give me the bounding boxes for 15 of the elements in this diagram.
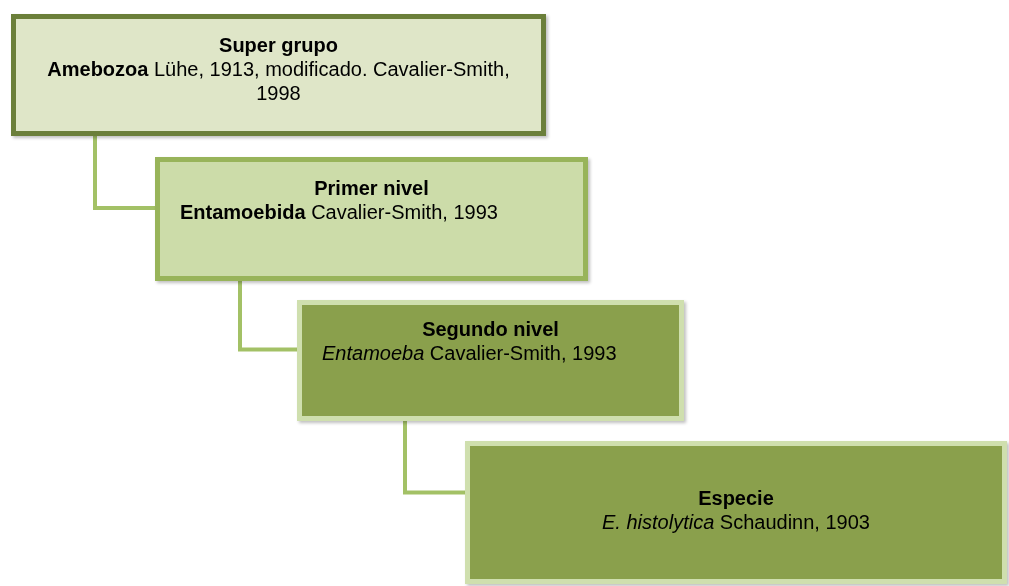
connector-line bbox=[93, 136, 155, 210]
taxon-name: Entamoebida Cavalier-Smith, 1993 bbox=[180, 200, 498, 224]
taxon-name: Entamoeba Cavalier-Smith, 1993 bbox=[322, 341, 617, 365]
taxon-name: E. histolytica Schaudinn, 1903 bbox=[602, 510, 870, 534]
taxon-name: Amebozoa Lühe, 1913, modificado. Cavalier-Smith, 1998 bbox=[46, 57, 511, 105]
rank-heading: Super grupo bbox=[219, 33, 338, 57]
rank-heading: Segundo nivel bbox=[422, 317, 559, 341]
connector-line bbox=[403, 421, 465, 495]
rank-heading: Especie bbox=[698, 486, 774, 510]
taxon-box bbox=[11, 14, 546, 136]
connector-line bbox=[238, 281, 297, 352]
taxon-box bbox=[155, 157, 588, 281]
taxon-box bbox=[297, 300, 684, 421]
taxon-box bbox=[465, 441, 1007, 584]
rank-heading: Primer nivel bbox=[314, 176, 429, 200]
